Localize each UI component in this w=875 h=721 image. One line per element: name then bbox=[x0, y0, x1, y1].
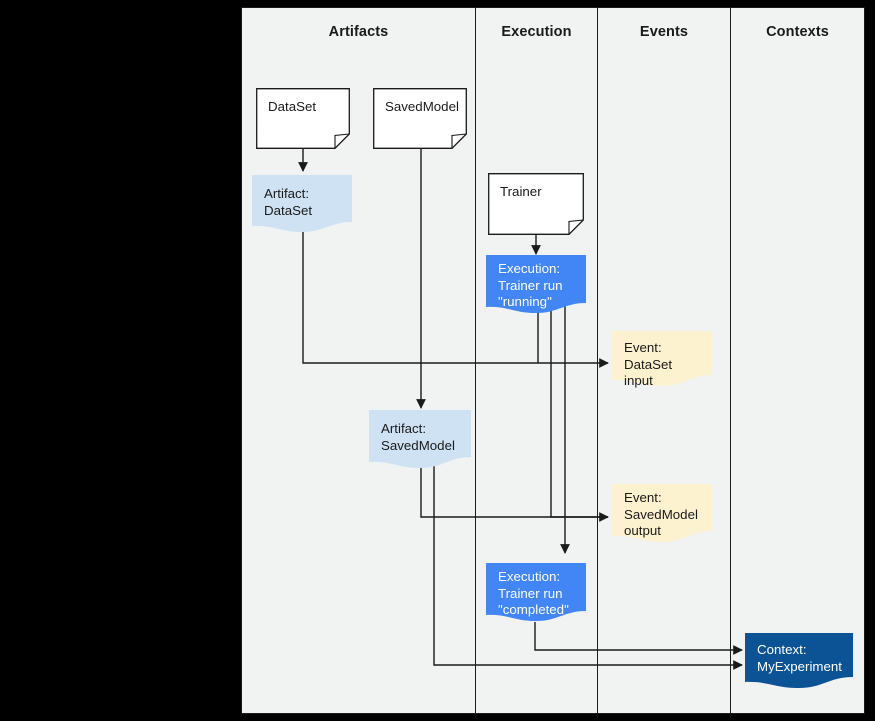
lane-divider-artifacts-execution bbox=[475, 8, 476, 713]
node-artifact-dataset-label: Artifact: DataSet bbox=[264, 186, 313, 218]
node-execution-completed[interactable]: Execution: Trainer run "completed" bbox=[486, 563, 586, 625]
node-event-dataset-input[interactable]: Event: DataSet input bbox=[612, 331, 712, 389]
note-shape-icon bbox=[745, 633, 853, 688]
lane-header-artifacts: Artifacts bbox=[328, 24, 389, 40]
note-shape-icon bbox=[486, 255, 586, 313]
lane-header-events: Events bbox=[639, 24, 689, 40]
document-shape-icon bbox=[256, 88, 350, 149]
note-shape-icon bbox=[612, 331, 712, 386]
lane-header-execution: Execution bbox=[501, 24, 572, 40]
lane-header-contexts: Contexts bbox=[766, 24, 829, 40]
node-dataset-document[interactable]: DataSet bbox=[256, 88, 350, 149]
node-execution-running[interactable]: Execution: Trainer run "running" bbox=[486, 255, 586, 317]
document-shape-icon bbox=[488, 173, 584, 235]
note-shape-icon bbox=[486, 563, 586, 621]
node-artifact-dataset[interactable]: Artifact: DataSet bbox=[252, 175, 352, 235]
note-shape-icon bbox=[612, 484, 712, 542]
node-context-myexperiment-label: Context: MyExperiment bbox=[757, 642, 842, 674]
node-artifact-savedmodel-label: Artifact: SavedModel bbox=[381, 421, 455, 453]
node-execution-running-label: Execution: Trainer run "running" bbox=[498, 261, 563, 309]
node-event-savedmodel-output[interactable]: Event: SavedModel output bbox=[612, 484, 712, 546]
document-shape-icon bbox=[373, 88, 467, 149]
node-trainer-document[interactable]: Trainer bbox=[488, 173, 584, 235]
node-execution-completed-label: Execution: Trainer run "completed" bbox=[498, 569, 569, 617]
node-dataset-label: DataSet bbox=[268, 99, 317, 114]
node-trainer-label: Trainer bbox=[500, 184, 542, 199]
note-shape-icon bbox=[252, 175, 352, 232]
lane-divider-events-contexts bbox=[730, 8, 731, 713]
node-artifact-savedmodel[interactable]: Artifact: SavedModel bbox=[369, 410, 471, 472]
lane-divider-execution-events bbox=[597, 8, 598, 713]
node-context-myexperiment[interactable]: Context: MyExperiment bbox=[745, 633, 853, 691]
node-event-savedmodel-output-label: Event: SavedModel output bbox=[624, 490, 698, 538]
node-event-dataset-input-label: Event: DataSet input bbox=[624, 340, 673, 388]
node-savedmodel-label: SavedModel bbox=[385, 99, 459, 114]
node-savedmodel-document[interactable]: SavedModel bbox=[373, 88, 467, 149]
note-shape-icon bbox=[369, 410, 471, 468]
